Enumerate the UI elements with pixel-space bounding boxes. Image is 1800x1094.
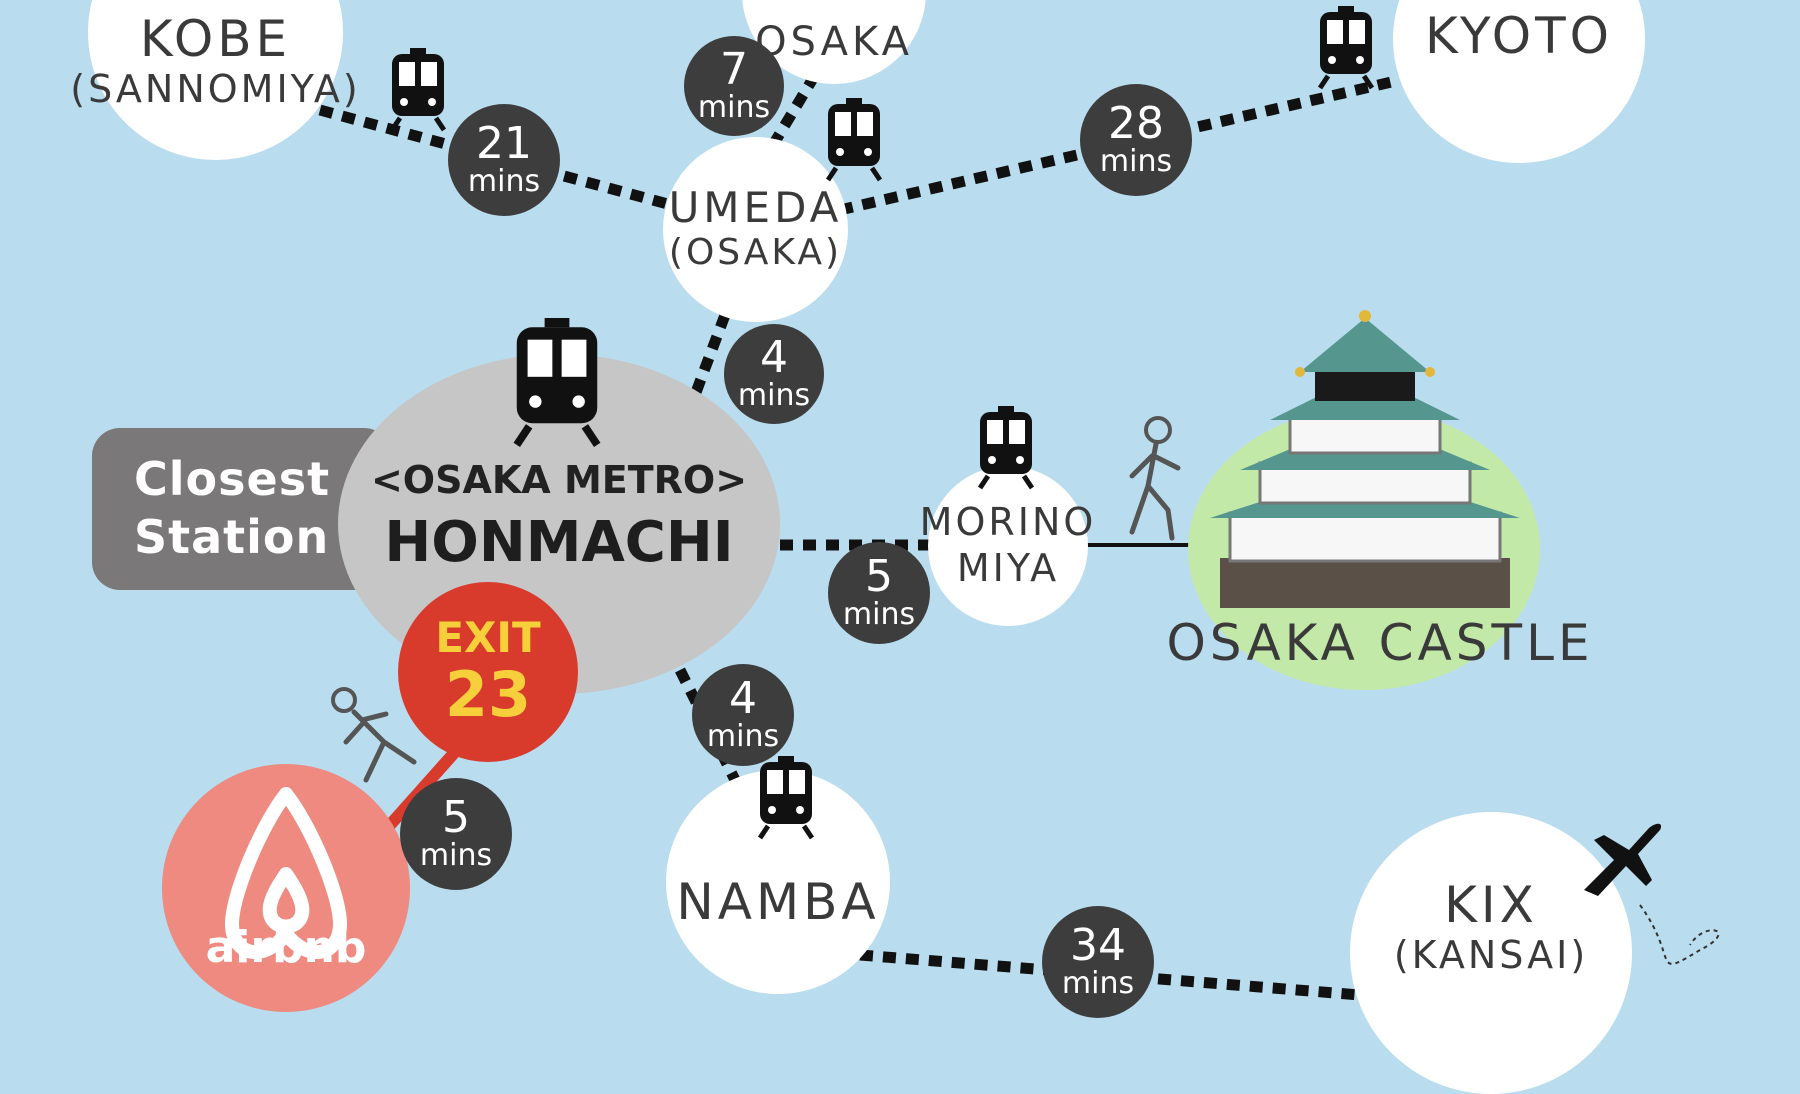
station-morinomiya-subname: MIYA xyxy=(956,546,1060,590)
closest-label-line2: Station xyxy=(134,510,330,564)
osaka-castle-label: OSAKA CASTLE xyxy=(1166,614,1594,672)
time-honmachi-morinomiya: 5 mins xyxy=(828,542,930,644)
time-unit: mins xyxy=(1099,144,1173,180)
time-value: 4 xyxy=(729,673,757,725)
time-value: 5 xyxy=(442,792,470,844)
exit-label: EXIT xyxy=(435,612,541,662)
honmachi-name: HONMACHI xyxy=(384,510,734,575)
station-kobe-name: KOBE xyxy=(139,10,292,69)
station-kobe[interactable]: KOBE (SANNOMIYA) xyxy=(70,0,358,160)
station-kix-subname: (KANSAI) xyxy=(1393,932,1589,977)
time-honmachi-namba: 4 mins xyxy=(692,664,794,766)
walking-person-icon xyxy=(1129,416,1181,541)
time-umeda-kyoto: 28 mins xyxy=(1080,84,1192,196)
time-value: 21 xyxy=(476,118,532,170)
train-icon xyxy=(826,98,882,182)
time-exit-airbnb: 5 mins xyxy=(400,778,512,890)
time-unit: mins xyxy=(697,90,771,126)
time-unit: mins xyxy=(842,597,916,633)
walking-person-icon xyxy=(331,687,417,783)
train-icon xyxy=(1318,6,1374,90)
station-umeda-subname: (OSAKA) xyxy=(668,232,843,273)
exit-number: 23 xyxy=(444,658,532,731)
station-morinomiya[interactable]: MORINO MIYA xyxy=(920,466,1093,626)
time-honmachi-umeda: 4 mins xyxy=(724,324,824,424)
train-icon xyxy=(513,318,601,448)
train-icon xyxy=(390,48,446,132)
closest-label-line1: Closest xyxy=(134,452,331,506)
station-kix-name: KIX xyxy=(1444,875,1538,934)
time-unit: mins xyxy=(1061,966,1135,1002)
time-unit: mins xyxy=(737,378,811,414)
time-value: 7 xyxy=(720,44,748,96)
honmachi-operator: <OSAKA METRO> xyxy=(370,458,748,502)
time-value: 28 xyxy=(1108,98,1164,150)
time-osaka-umeda: 7 mins xyxy=(684,36,784,136)
time-namba-kix: 34 mins xyxy=(1042,906,1154,1018)
time-value: 5 xyxy=(865,551,893,603)
airplane-trail xyxy=(1639,904,1720,965)
station-umeda[interactable]: UMEDA (OSAKA) xyxy=(663,137,848,322)
castle-illustration xyxy=(1210,310,1520,608)
time-kobe-umeda: 21 mins xyxy=(448,104,560,216)
airplane-icon xyxy=(1584,823,1662,896)
time-value: 34 xyxy=(1070,920,1126,972)
time-unit: mins xyxy=(706,719,780,755)
exit-23-marker[interactable]: EXIT 23 xyxy=(398,582,578,762)
route-namba-kix xyxy=(859,949,1361,1000)
airbnb-wordmark: airbnb xyxy=(205,922,367,973)
station-kobe-subname: (SANNOMIYA) xyxy=(70,67,361,112)
station-morinomiya-name: MORINO xyxy=(919,500,1097,545)
station-umeda-name: UMEDA xyxy=(668,182,843,232)
time-value: 4 xyxy=(760,332,788,384)
train-icon xyxy=(758,756,814,840)
time-unit: mins xyxy=(467,164,541,200)
station-kyoto-name: KYOTO xyxy=(1424,7,1614,65)
train-icon xyxy=(978,406,1034,490)
time-unit: mins xyxy=(419,838,493,874)
station-namba-name: NAMBA xyxy=(676,872,880,931)
airbnb-marker[interactable] xyxy=(162,764,410,1012)
route-umeda-honmachi xyxy=(689,313,731,397)
station-osaka-top-name: OSAKA xyxy=(755,19,913,65)
route-osaka-umeda xyxy=(765,72,820,153)
airbnb-logo-icon xyxy=(225,787,347,959)
